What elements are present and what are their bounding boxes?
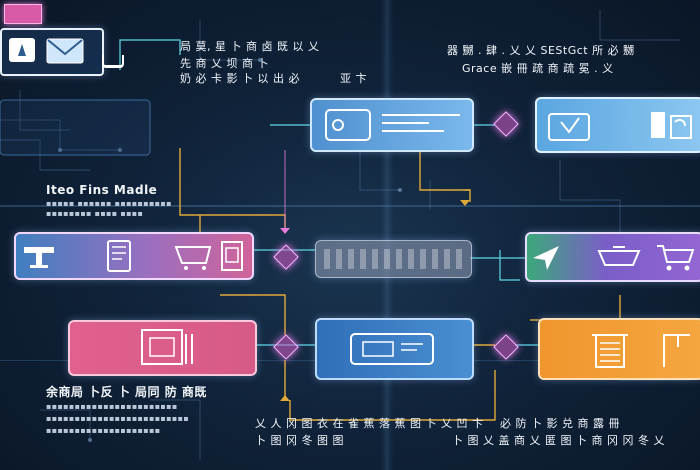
cart-icon [174, 246, 212, 270]
payment-card-icon [548, 113, 590, 141]
left-heading-detail: ▪▪▪▪▪ ▪▪▪▪▪▪ ▪▪▪▪▪▪▪▪▪▪ [46, 199, 172, 208]
airplane-icon [533, 246, 559, 270]
bottom-left-detail-1: ▪▪▪▪▪▪▪▪▪▪▪▪▪▪▪▪▪▪▪▪▪▪▪ [46, 402, 178, 411]
bottom-left-detail-3: ▪▪▪▪▪▪▪▪▪▪▪▪▪▪▪▪▪▪▪▪ [46, 426, 161, 435]
tablet-icon [107, 240, 131, 272]
bottom-left-heading: 余商局 卜反 卜 局同 防 商既 [46, 385, 207, 399]
top-center-line3: 奶 必 卡 影 卜 以 出 必 [180, 72, 300, 85]
arrow-down-middle [280, 228, 290, 234]
screen-icon [350, 333, 434, 365]
door-icon [221, 241, 243, 271]
crane-icon [663, 334, 690, 367]
arrow-up-bottom [280, 395, 290, 401]
bottom-center-line2: 卜 图 冈 冬 图 图 [255, 434, 344, 447]
arrow-down-right [460, 200, 470, 206]
browser-window-icon [325, 109, 371, 141]
top-right-panel[interactable] [535, 97, 700, 153]
middle-right-panel[interactable] [525, 232, 700, 282]
top-right-line1: 器 嬲 . 肆 . 乂 乂 SEStGct 所 必 嬲 [447, 44, 635, 57]
top-center-line2: 先 商 乂 坝 商 卜 [180, 57, 269, 70]
building-icon [592, 334, 628, 368]
middle-center-grid [324, 249, 464, 269]
bottom-center-panel[interactable] [315, 318, 474, 380]
picture-frame-icon [141, 329, 193, 365]
bottom-left-detail-2: ▪▪▪▪▪▪▪▪▪▪▪▪▪▪▪▪▪▪▪▪▪▪▪▪▪ [46, 414, 190, 423]
bottom-left-panel[interactable] [68, 320, 257, 376]
top-center-line4: 亚 卞 [340, 72, 367, 85]
desk-icon [24, 247, 54, 268]
shopping-cart-icon [657, 245, 695, 271]
bottom-right-panel[interactable] [538, 318, 700, 380]
top-mid-panel[interactable] [310, 98, 474, 152]
tray-icon [102, 55, 124, 68]
envelope-icon [46, 38, 84, 64]
tray-box-icon [597, 246, 641, 266]
left-heading: Iteo Fins Madle [46, 183, 158, 197]
top-center-line1: 局 莫, 星 卜 商 卤 既 以 乂 [180, 40, 320, 53]
top-right-line2: Grace 嵌 冊 疏 商 疏 冕 . 义 [462, 62, 614, 75]
bottom-right-line1: 必 防 卜 影 兑 商 露 冊 [500, 417, 620, 430]
bottom-right-line2: 卜 图 乂 盖 商 乂 匿 图 卜 商 冈 冈 冬 乂 [452, 434, 665, 447]
top-mid-lines [382, 114, 460, 132]
computer-panel [0, 28, 104, 76]
monitor-icon [9, 38, 35, 62]
register-icon [651, 112, 692, 139]
bottom-center-line1: 乂 人 冈 图 衣 在 雀 蕉 落 蕉 图 卜 乂 凹 卞 [255, 417, 484, 430]
middle-left-panel[interactable] [14, 232, 254, 280]
pink-chip-top [4, 4, 42, 24]
left-heading-detail-2: ▪▪▪▪▪▪▪▪ ▪▪▪▪ ▪▪▪▪ [46, 209, 144, 218]
middle-center-panel[interactable] [315, 240, 472, 278]
